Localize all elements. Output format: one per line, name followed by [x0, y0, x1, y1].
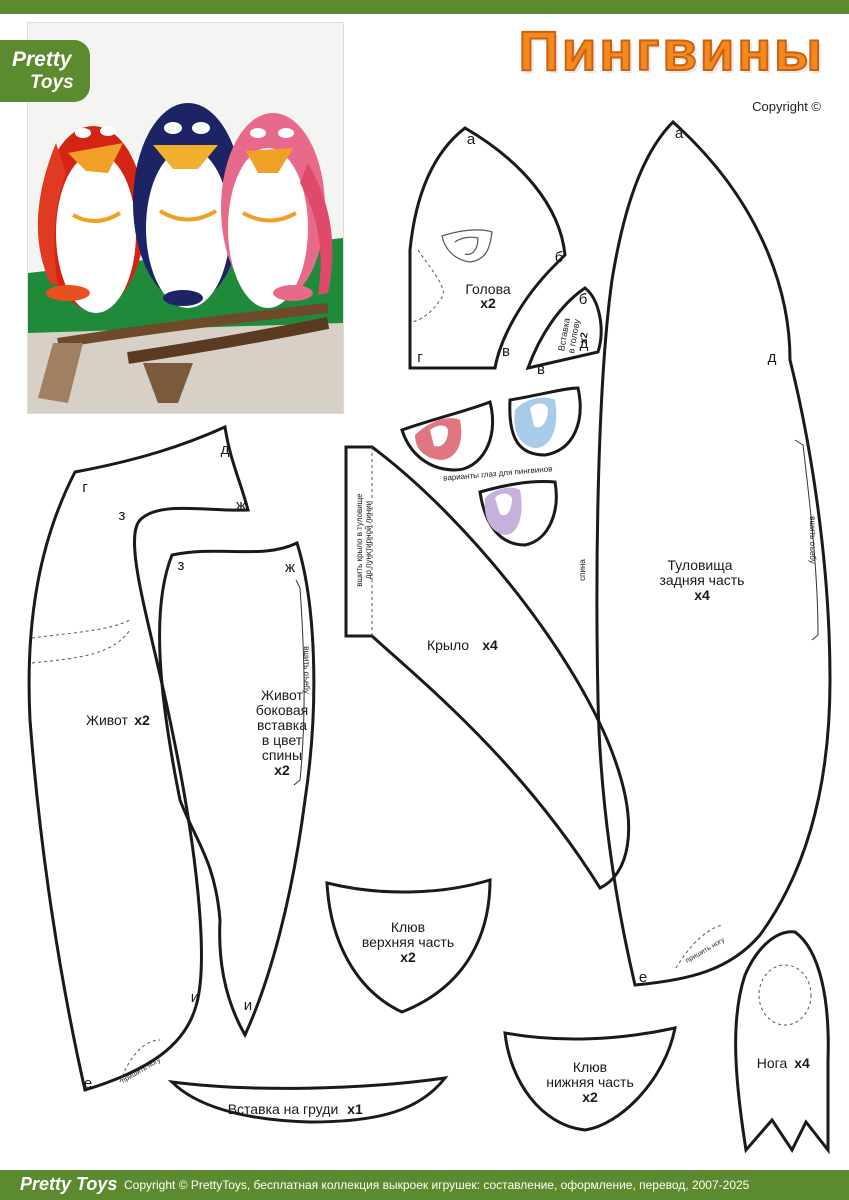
wing-label: Крыло	[427, 637, 469, 653]
mark-a-head: а	[467, 131, 476, 148]
head-piece	[408, 126, 567, 370]
mark-d-back: д	[768, 349, 777, 366]
belly-side-label-2: боковая	[256, 702, 309, 718]
belly-piece	[27, 424, 250, 1092]
mark-i-side: и	[244, 997, 252, 1014]
eye-variants	[400, 386, 582, 547]
back-label-2: задняя часть	[660, 572, 745, 588]
mark-a-back: а	[675, 125, 684, 142]
mark-zh-belly: ж	[236, 497, 246, 514]
head-insert-count: x2	[578, 331, 591, 344]
beak-bottom-piece	[503, 1026, 677, 1132]
penguin-photo	[27, 22, 344, 414]
logo-text-pretty: Pretty	[12, 48, 72, 71]
mark-z-belly: з	[119, 507, 126, 524]
back-body-piece	[595, 119, 832, 987]
chest-count: x1	[347, 1101, 363, 1117]
beak-bottom-label-2: нижняя часть	[546, 1074, 634, 1090]
mark-b-head: б	[555, 249, 564, 266]
back-label-1: Туловища	[667, 557, 732, 573]
copyright-top: Copyright ©	[752, 99, 821, 114]
logo-text-toys: Toys	[30, 72, 74, 93]
belly-side-count: x2	[274, 762, 290, 778]
mark-b-insert: б	[579, 291, 588, 308]
belly-side-sew-note: вшить оъебу	[302, 646, 311, 693]
foot-label: Нога	[757, 1055, 788, 1071]
head-label: Голова	[465, 281, 511, 297]
mark-d-insert: д	[580, 335, 589, 352]
beak-top-label-2: верхняя часть	[362, 934, 454, 950]
chest-insert-piece	[167, 1075, 449, 1124]
mark-g-belly: г	[82, 479, 88, 496]
page-title: Пингвины	[518, 18, 825, 83]
footer-logo[interactable]: Pretty Toys	[20, 1174, 118, 1194]
beak-bottom-count: x2	[582, 1089, 598, 1105]
belly-side-label-4: в цвет	[262, 732, 303, 748]
head-count: x2	[480, 295, 496, 311]
mark-e-back: е	[639, 969, 647, 986]
back-count: x4	[694, 587, 710, 603]
brand-logo[interactable]: Pretty Toys	[0, 40, 90, 102]
mark-e-belly: е	[84, 1075, 92, 1092]
back-spine-label: спина	[578, 559, 587, 581]
belly-side-label-1: Живот	[261, 687, 304, 703]
back-sew-note: вшить оъебу	[808, 516, 817, 563]
mark-z-side: з	[178, 557, 185, 574]
foot-piece	[734, 930, 830, 1155]
mark-d-belly: д	[221, 441, 230, 458]
mark-zh-side: ж	[285, 559, 295, 576]
beak-top-piece	[325, 877, 492, 1014]
belly-side-piece	[158, 540, 316, 1039]
footer-copyright: Copyright © PrettyToys, бесплатная колле…	[124, 1178, 750, 1192]
wing-count: x4	[482, 637, 498, 653]
wing-piece	[344, 445, 631, 890]
head-insert-piece	[525, 286, 603, 371]
wing-note-2: до пунктирной линии	[364, 501, 373, 579]
belly-side-label-3: вставка	[257, 717, 307, 733]
mark-v-insert: в	[537, 361, 545, 378]
footer-bar: Pretty Toys Copyright © PrettyToys, бесп…	[0, 1170, 849, 1200]
belly-label: Живот	[86, 712, 129, 728]
mark-i-belly: и	[191, 989, 199, 1006]
belly-side-label-5: спины	[262, 747, 302, 763]
chest-label: Вставка на груди	[228, 1101, 339, 1117]
foot-count: x4	[794, 1055, 810, 1071]
wing-note-1: вшить крыло в туловище	[355, 493, 364, 587]
beak-bottom-label-1: Клюв	[573, 1059, 607, 1075]
belly-leg-note: пришить ногу	[121, 1056, 163, 1084]
beak-top-count: x2	[400, 949, 416, 965]
belly-count: x2	[134, 712, 150, 728]
mark-g-head: г	[417, 349, 423, 366]
mark-v-head: в	[502, 343, 510, 360]
back-leg-note: пришить ногу	[685, 936, 727, 964]
beak-top-label-1: Клюв	[391, 919, 425, 935]
top-bar	[0, 0, 849, 14]
